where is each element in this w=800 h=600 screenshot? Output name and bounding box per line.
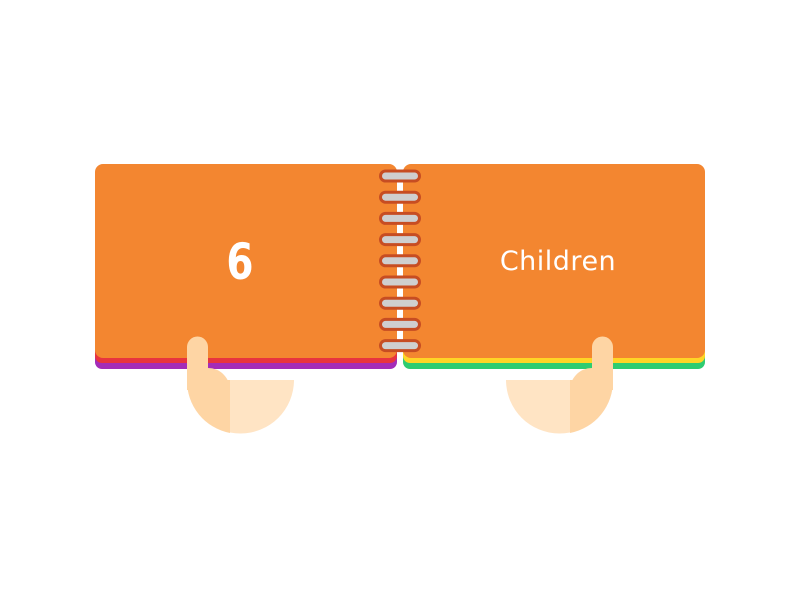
right-palm-shadow [570,380,614,433]
spiral-wire [382,172,418,180]
spiral-binding-icon [379,169,421,353]
spiral-wire [382,299,418,307]
right-page-label: Children [499,246,617,277]
right-hand-icon [506,336,614,434]
spiral-wire [382,320,418,328]
left-page-number: 6 [226,233,254,291]
left-palm-shadow [186,380,230,433]
spiral-wire [382,236,418,244]
spiral-wire [382,278,418,286]
spiral-wire [382,214,418,222]
right-page-cover [403,164,705,358]
spiral-wire [382,257,418,265]
spiral-wire [382,342,418,350]
left-hand-icon [186,336,294,434]
spiral-wire [382,193,418,201]
right-thumb [570,336,613,390]
left-thumb [187,336,230,390]
left-page-cover [95,164,397,358]
